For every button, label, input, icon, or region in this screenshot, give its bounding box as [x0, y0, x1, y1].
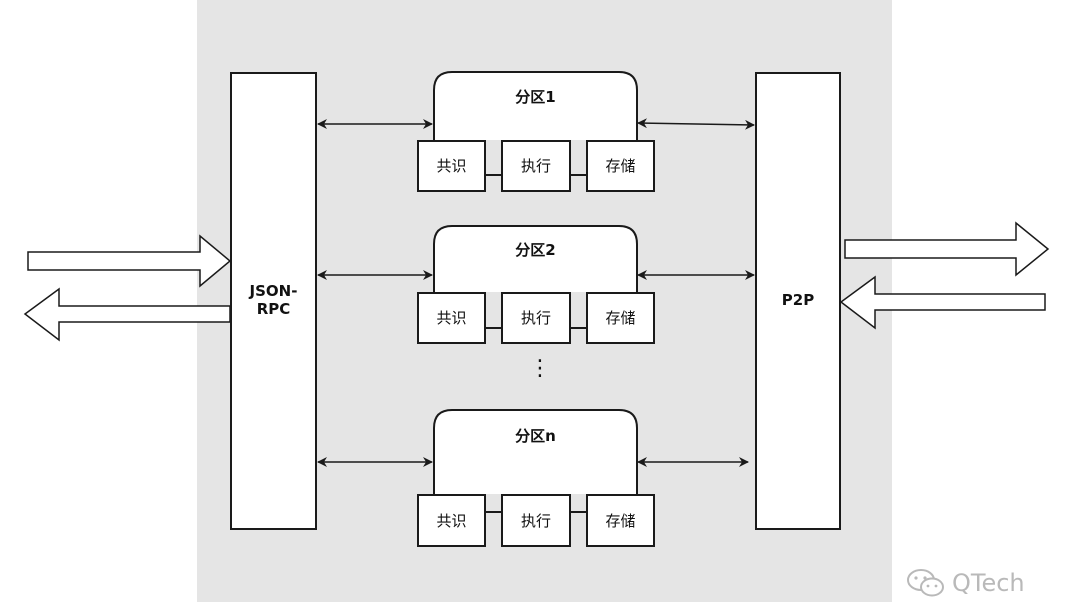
- module-label: 共识: [436, 309, 467, 327]
- json-rpc-label-line1: JSON-: [249, 282, 298, 300]
- partition-n-outline: [433, 409, 638, 494]
- partition-1-consensus-module: [417, 140, 486, 192]
- p2p-label: P2P: [781, 291, 815, 309]
- module-label: 执行: [520, 512, 551, 530]
- partition-n-title: 分区n: [515, 427, 556, 445]
- partition-1-storage-module: [586, 140, 655, 192]
- output-arrow-left-out: [23, 287, 231, 342]
- input-arrow-right-in: [839, 275, 1046, 330]
- input-arrow-left-in: [27, 234, 232, 288]
- partition-2-title: 分区2: [515, 241, 556, 259]
- partition-n-storage-module: [586, 494, 655, 547]
- partition-1-execution-module: [501, 140, 571, 192]
- module-label: 执行: [520, 157, 551, 175]
- partition-2-execution-module: [501, 292, 571, 344]
- module-label: 存储: [605, 512, 636, 530]
- partition-2-outline: [433, 225, 638, 292]
- output-arrow-right-out: [844, 221, 1050, 277]
- json-rpc-label-line2: RPC: [256, 300, 291, 318]
- module-label: 执行: [520, 309, 551, 327]
- wechat-icon: [907, 569, 944, 597]
- partition-2-consensus-module: [417, 292, 486, 344]
- json-rpc-label: JSON- RPC: [230, 282, 317, 318]
- module-label: 共识: [436, 157, 467, 175]
- module-label: 存储: [605, 309, 636, 327]
- partition-1-outline: [433, 71, 638, 140]
- json-rpc-block: [230, 72, 317, 530]
- connector-partition1-p2p: [637, 118, 755, 130]
- partition-ellipsis: ⋮: [529, 356, 551, 381]
- partition-n-consensus-module: [417, 494, 486, 547]
- module-label: 共识: [436, 512, 467, 530]
- partition-1-title: 分区1: [515, 88, 556, 106]
- watermark-text: QTech: [952, 569, 1025, 597]
- watermark: QTech: [906, 565, 1025, 601]
- module-label: 存储: [605, 157, 636, 175]
- p2p-block: [755, 72, 841, 530]
- partition-2-storage-module: [586, 292, 655, 344]
- partition-n-execution-module: [501, 494, 571, 547]
